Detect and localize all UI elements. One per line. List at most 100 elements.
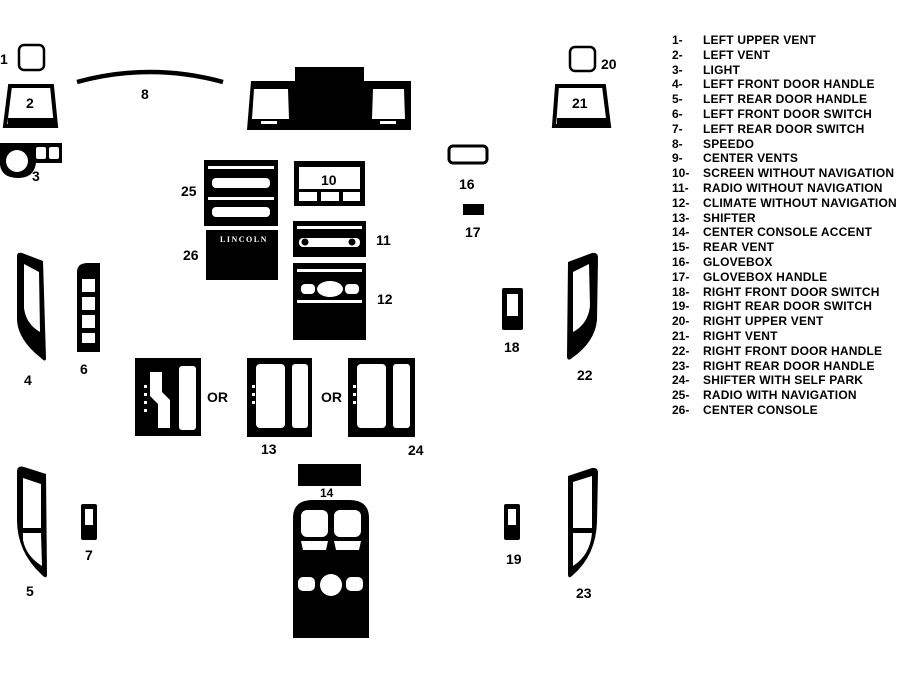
label-22: 22 (577, 367, 593, 383)
legend-part-name: LEFT FRONT DOOR SWITCH (703, 106, 873, 121)
legend-part-name: REAR VENT (703, 240, 775, 255)
part-15-rear-vent (293, 500, 369, 638)
legend-part-name: GLOVEBOX (703, 254, 773, 269)
legend-number: 12- (672, 195, 690, 210)
label-16: 16 (459, 176, 475, 192)
legend-part-name: LEFT VENT (703, 47, 771, 62)
part-3-light (0, 143, 62, 178)
part-18-right-front-door-switch (502, 288, 523, 330)
legend-item: 16- GLOVEBOX (672, 255, 900, 270)
legend-item: 3- LIGHT (672, 63, 900, 78)
legend-part-name: SCREEN WITHOUT NAVIGATION (703, 166, 895, 181)
legend-part-name: RADIO WITH NAVIGATION (703, 388, 857, 403)
legend-item: 9- CENTER VENTS (672, 151, 900, 166)
legend-part-name: SHIFTER WITH SELF PARK (703, 373, 864, 388)
legend-item: 19- RIGHT REAR DOOR SWITCH (672, 299, 900, 314)
legend-number: 9- (672, 151, 683, 166)
part-11-radio-without-navigation (293, 221, 366, 257)
legend-item: 26-CENTER CONSOLE (672, 403, 900, 418)
part-25-radio-with-navigation (204, 160, 278, 226)
label-13: 13 (261, 441, 277, 457)
legend-number: 23- (672, 358, 690, 373)
legend-number: 14- (672, 225, 690, 240)
legend-part-name: RIGHT VENT (703, 328, 778, 343)
legend-item: 6- LEFT FRONT DOOR SWITCH (672, 107, 900, 122)
part-14-center-console-accent (298, 464, 361, 486)
legend-number: 25- (672, 388, 690, 403)
legend-number: 2- (672, 47, 683, 62)
legend-number: 6- (672, 106, 683, 121)
legend-item: 11-RADIO WITHOUT NAVIGATION (672, 181, 900, 196)
legend-number: 21- (672, 328, 690, 343)
label-11: 11 (376, 232, 391, 248)
label-25: 25 (181, 183, 197, 199)
part-7-left-rear-door-switch (81, 504, 97, 540)
legend-number: 16- (672, 254, 690, 269)
legend-item: 23-RIGHT REAR DOOR HANDLE (672, 359, 900, 374)
lincoln-logo-text: LINCOLN (220, 235, 268, 244)
legend-number: 22- (672, 343, 690, 358)
legend-number: 19- (672, 299, 690, 314)
label-or-2: OR (321, 389, 342, 405)
legend-part-name: CENTER CONSOLE ACCENT (703, 225, 873, 240)
part-17-glovebox-handle (463, 204, 484, 215)
label-4: 4 (24, 372, 32, 388)
legend-number: 15- (672, 240, 690, 255)
legend-number: 3- (672, 62, 683, 77)
legend-part-name: LIGHT (703, 62, 740, 77)
part-5-left-rear-door-handle (17, 466, 47, 578)
part-10-screen-without-navigation (294, 161, 365, 206)
part-8-speedo (76, 69, 224, 85)
label-9: 9 (322, 91, 330, 107)
legend-number: 20- (672, 314, 690, 329)
label-10: 10 (321, 172, 337, 188)
legend-number: 10- (672, 166, 690, 181)
legend-part-name: CENTER VENTS (703, 151, 799, 166)
legend-part-name: RIGHT REAR DOOR SWITCH (703, 299, 873, 314)
legend-part-name: SHIFTER (703, 210, 756, 225)
label-7: 7 (85, 547, 93, 563)
legend-number: 17- (672, 269, 690, 284)
legend-part-name: RIGHT UPPER VENT (703, 314, 824, 329)
legend-item: 20- RIGHT UPPER VENT (672, 314, 900, 329)
legend-item: 25- RADIO WITH NAVIGATION (672, 388, 900, 403)
legend-item: 14- CENTER CONSOLE ACCENT (672, 225, 900, 240)
label-26: 26 (183, 247, 199, 263)
label-3: 3 (32, 168, 40, 184)
label-1: 1 (0, 51, 8, 67)
legend-part-name: CENTER CONSOLE (703, 402, 818, 417)
label-17: 17 (465, 224, 481, 240)
label-20: 20 (601, 56, 617, 72)
label-14: 14 (320, 486, 334, 500)
legend-item: 22- RIGHT FRONT DOOR HANDLE (672, 344, 900, 359)
part-22-right-front-door-handle (567, 252, 598, 360)
part-13-shifter-variant-a (135, 358, 201, 436)
legend-part-name: LEFT UPPER VENT (703, 33, 817, 47)
legend-item: 17- GLOVEBOX HANDLE (672, 270, 900, 285)
legend-part-name: RADIO WITHOUT NAVIGATION (703, 180, 883, 195)
legend-part-name: LEFT FRONT DOOR HANDLE (703, 77, 875, 92)
legend-item: 5-LEFT REAR DOOR HANDLE (672, 92, 900, 107)
legend-item: 18-RIGHT FRONT DOOR SWITCH (672, 285, 900, 300)
legend-number: 5- (672, 92, 683, 107)
legend-item: 4- LEFT FRONT DOOR HANDLE (672, 77, 900, 92)
legend-part-name: RIGHT FRONT DOOR HANDLE (703, 343, 883, 358)
label-12: 12 (377, 291, 393, 307)
part-26-center-console: LINCOLN (206, 230, 278, 280)
part-19-right-rear-door-switch (504, 504, 520, 540)
legend-part-name: RIGHT FRONT DOOR SWITCH (703, 284, 880, 299)
legend-part-name: GLOVEBOX HANDLE (703, 269, 828, 284)
label-or-1: OR (207, 389, 228, 405)
label-23: 23 (576, 585, 592, 601)
part-23-right-rear-door-handle (568, 467, 598, 578)
legend-item: 10- SCREEN WITHOUT NAVIGATION (672, 166, 900, 181)
legend-part-name: SPEEDO (703, 136, 755, 151)
legend-part-name: CLIMATE WITHOUT NAVIGATION (703, 195, 897, 210)
part-12-climate-without-navigation (293, 263, 366, 340)
legend-item: 12- CLIMATE WITHOUT NAVIGATION (672, 196, 900, 211)
legend-number: 4- (672, 77, 683, 92)
legend-number: 24- (672, 373, 690, 388)
legend-item: 13-SHIFTER (672, 211, 900, 226)
